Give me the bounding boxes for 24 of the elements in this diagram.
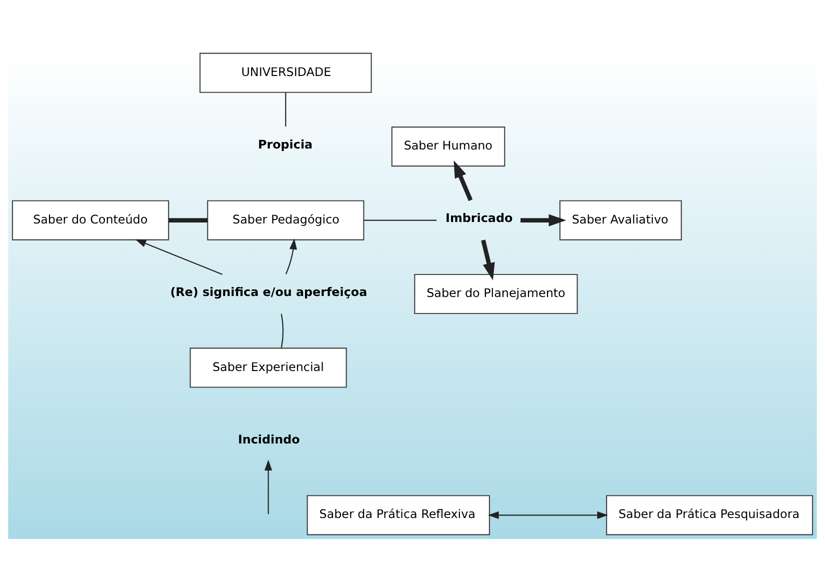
arrow: [488, 510, 608, 518]
connector: [280, 313, 284, 348]
connector: [168, 218, 208, 222]
node-box: Saber Pedagógico: [207, 200, 364, 240]
node-text: Imbricado: [446, 210, 513, 225]
node-box: Saber da Prática Reflexiva: [306, 494, 490, 535]
arrow: [264, 459, 272, 514]
arrow: [135, 238, 222, 274]
node-box: Saber Experiencial: [190, 347, 347, 388]
arrow: [286, 238, 297, 274]
node-text: (Re) significa e/ou aperfeiçoa: [170, 284, 368, 298]
node-box: UNIVERSIDADE: [199, 52, 372, 92]
arrow: [520, 214, 566, 226]
node-box: Saber Avaliativo: [559, 200, 682, 240]
node-box: Saber do Planejamento: [414, 273, 578, 314]
arrow: [454, 160, 473, 201]
connector: [285, 92, 286, 126]
connector: [364, 219, 437, 220]
arrow: [481, 239, 495, 280]
node-box: Saber Humano: [391, 126, 506, 166]
node-box: Saber do Conteúdo: [12, 200, 170, 240]
node-text: Propicia: [258, 137, 313, 152]
node-text: Incidindo: [238, 432, 300, 446]
node-box: Saber da Prática Pesquisadora: [606, 494, 814, 535]
